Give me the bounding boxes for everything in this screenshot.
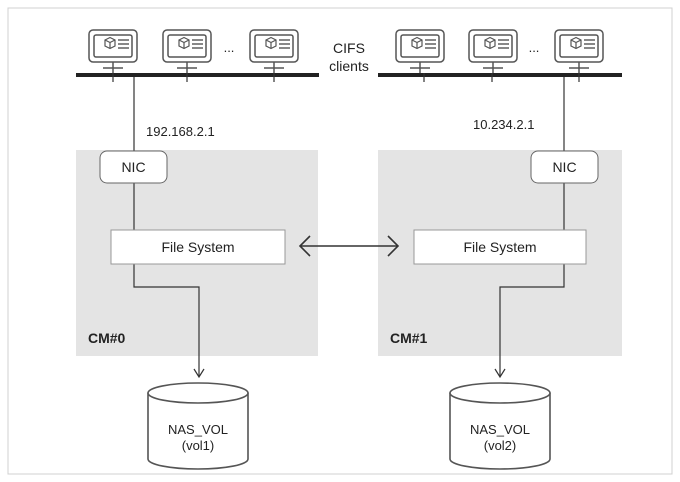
volume-name-right: NAS_VOL [470,422,530,437]
cube-icon [265,36,277,50]
cube-icon [411,36,423,50]
client-computer [249,29,299,73]
cifs-label-line1: CIFS [333,40,365,56]
client-computer [554,29,604,73]
data-path-right [499,77,565,376]
network-bus-right [378,73,622,77]
file-system-label-right: File System [463,239,536,255]
cube-icon [570,36,582,50]
nic-box-right [530,150,599,184]
cylinder-volume-icon [147,382,249,470]
ellipsis-left: ... [224,40,235,55]
ip-address-right: 10.234.2.1 [473,117,534,132]
nic-box-left [99,150,168,184]
client-computer [162,29,212,73]
cube-icon [104,36,116,50]
cube-icon [484,36,496,50]
ellipsis-right: ... [529,40,540,55]
nic-label-left: NIC [121,159,145,175]
list-icon [279,39,290,49]
cm1-label: CM#1 [390,330,428,346]
file-system-box-left [110,229,286,265]
file-system-box-right [413,229,587,265]
nic-label-right: NIC [552,159,576,175]
volume-id-left: (vol1) [182,438,215,453]
cm0-label: CM#0 [88,330,126,346]
arrow-down-icon [494,368,506,379]
list-icon [192,39,203,49]
double-arrow-icon [298,235,400,257]
ip-address-left: 192.168.2.1 [146,124,215,139]
arrow-down-icon [193,368,205,379]
client-computer [88,29,138,73]
client-computer [395,29,445,73]
list-icon [425,39,436,49]
volume-name-left: NAS_VOL [168,422,228,437]
data-path-left [133,77,200,376]
network-bus-left [76,73,319,77]
volume-id-right: (vol2) [484,438,517,453]
cube-icon [178,36,190,50]
client-computer [468,29,518,73]
list-icon [584,39,595,49]
cylinder-volume-icon [449,382,551,470]
cifs-label-line2: clients [329,58,369,74]
client-group-right: ... [395,29,604,82]
client-group-left: ... [88,29,299,82]
list-icon [118,39,129,49]
list-icon [498,39,509,49]
file-system-label-left: File System [161,239,234,255]
